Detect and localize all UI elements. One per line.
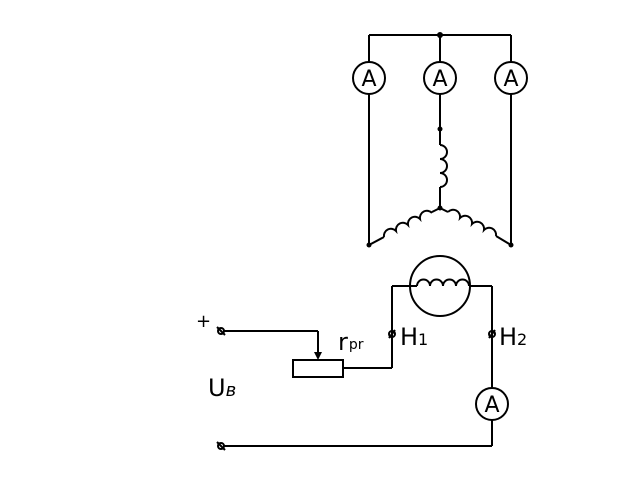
ammeter-label: A	[432, 67, 447, 92]
terminal-h2-slash	[488, 329, 496, 339]
ammeter-circle	[352, 61, 386, 95]
rheostat-resistor	[292, 359, 344, 378]
field-winding-coil	[416, 278, 470, 287]
supply-voltage-label: Uв	[208, 374, 236, 402]
terminal-h1-slash	[388, 329, 396, 339]
left-winding-lead	[368, 236, 385, 246]
terminal-h2-dot	[488, 330, 496, 338]
rheostat-label: rpr	[338, 328, 364, 356]
upper-circuit: A A A	[352, 32, 528, 248]
ammeter-label: A	[361, 67, 376, 92]
field-winding-circle	[409, 255, 471, 317]
left-winding-coil	[382, 207, 441, 238]
supply-terminal-bottom-slash	[216, 441, 226, 451]
left-terminal-dot	[366, 242, 372, 248]
supply-terminal-top-slash	[216, 326, 226, 336]
ammeter-left: A	[352, 61, 386, 95]
ammeter-circle	[494, 61, 528, 95]
ammeter-circle	[423, 61, 457, 95]
excitation-circuit: + rpr H1 H2 A	[196, 255, 527, 451]
terminal-h1-label: H1	[400, 323, 428, 351]
ammeter-label: A	[484, 393, 499, 418]
ammeter-label: A	[503, 67, 518, 92]
right-winding-lead	[495, 235, 512, 246]
right-winding-coil	[439, 207, 498, 237]
rheostat-slider-arrow	[314, 352, 322, 360]
vertical-winding-coil	[439, 144, 448, 188]
plus-sign-label: +	[196, 311, 211, 332]
supply-terminal-bottom	[217, 442, 225, 450]
right-terminal-dot	[508, 242, 514, 248]
ammeter-bottom: A	[475, 387, 509, 421]
ammeter-middle: A	[423, 61, 457, 95]
terminal-h1-dot	[388, 330, 396, 338]
terminal-h2-label: H2	[499, 323, 527, 351]
ammeter-right: A	[494, 61, 528, 95]
